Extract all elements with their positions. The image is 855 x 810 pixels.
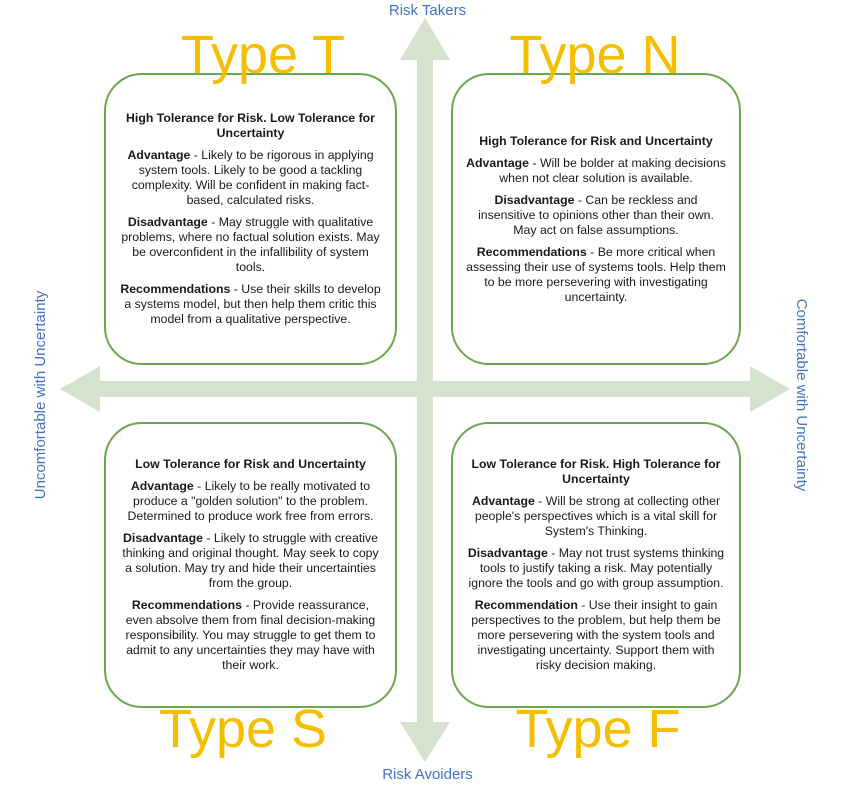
quadrant-type-s: Low Tolerance for Risk and Uncertainty A… (104, 422, 397, 708)
quadrant-heading: High Tolerance for Risk and Uncertainty (479, 133, 713, 148)
recommendation-body: - Provide reassurance, even absolve them… (125, 598, 376, 672)
disadvantage-text: Disadvantage - Likely to struggle with c… (118, 531, 383, 591)
type-t-title: Type T (180, 25, 346, 85)
axis-label-top: Risk Takers (388, 2, 467, 19)
quadrant-heading: High Tolerance for Risk. Low Tolerance f… (126, 111, 375, 140)
type-n-title: Type N (509, 25, 681, 85)
advantage-text: Advantage - Will be bolder at making dec… (465, 156, 727, 186)
disadvantage-body: - Likely to struggle with creative think… (122, 531, 379, 590)
disadvantage-body: - Can be reckless and insensitive to opi… (478, 192, 714, 237)
horizontal-axis-arrow (60, 366, 790, 412)
quadrant-type-f: Low Tolerance for Risk. High Tolerance f… (451, 422, 741, 708)
disadvantage-label: Disadvantage (123, 531, 203, 545)
disadvantage-label: Disadvantage (494, 192, 575, 207)
recommendation-label: Recommendations (476, 244, 587, 259)
recommendation-text: Recommendations - Provide reassurance, e… (118, 598, 383, 673)
disadvantage-text: Disadvantage - Can be reckless and insen… (465, 193, 727, 238)
axis-label-bottom: Risk Avoiders (382, 766, 473, 783)
disadvantage-label: Disadvantage (467, 546, 548, 560)
disadvantage-body: - May struggle with qualitative problems… (121, 215, 380, 274)
advantage-body: - Will be strong at collecting other peo… (474, 494, 721, 538)
quadrant-heading: Low Tolerance for Risk and Uncertainty (135, 457, 366, 471)
advantage-label: Advantage (127, 148, 191, 162)
type-f-title: Type F (515, 699, 681, 759)
advantage-body: - Likely to be rigorous in applying syst… (131, 148, 374, 207)
advantage-text: Advantage - Will be strong at collecting… (465, 494, 727, 539)
recommendation-label: Recommendations (131, 598, 242, 612)
axis-label-right: Comfortable with Uncertainty (793, 298, 810, 492)
quadrant-heading: Low Tolerance for Risk. High Tolerance f… (471, 457, 721, 486)
recommendation-text: Recommendations - Use their skills to de… (118, 282, 383, 327)
recommendation-body: - Be more critical when assessing their … (466, 244, 726, 304)
advantage-text: Advantage - Likely to be really motivate… (118, 479, 383, 524)
quadrant-type-t: High Tolerance for Risk. Low Tolerance f… (104, 73, 397, 365)
disadvantage-body: - May not trust systems thinking tools t… (468, 546, 725, 590)
axis-label-left: Uncomfortable with Uncertainty (32, 290, 49, 500)
disadvantage-text: Disadvantage - May struggle with qualita… (118, 215, 383, 275)
recommendation-label: Recommendation (474, 598, 578, 612)
advantage-text: Advantage - Likely to be rigorous in app… (118, 148, 383, 208)
recommendation-label: Recommendations (120, 282, 231, 296)
recommendation-body: - Use their skills to develop a systems … (124, 282, 381, 326)
advantage-body: - Will be bolder at making decisions whe… (499, 155, 726, 185)
type-s-title: Type S (158, 699, 328, 759)
disadvantage-text: Disadvantage - May not trust systems thi… (465, 546, 727, 591)
advantage-label: Advantage (466, 155, 530, 170)
advantage-label: Advantage (471, 494, 535, 508)
quadrant-type-n: High Tolerance for Risk and Uncertainty … (451, 73, 741, 365)
recommendation-body: - Use their insight to gain perspectives… (471, 598, 721, 672)
recommendation-text: Recommendation - Use their insight to ga… (465, 598, 727, 673)
recommendation-text: Recommendations - Be more critical when … (465, 245, 727, 305)
advantage-body: - Likely to be really motivated to produ… (127, 479, 374, 523)
disadvantage-label: Disadvantage (127, 215, 208, 229)
advantage-label: Advantage (130, 479, 194, 493)
